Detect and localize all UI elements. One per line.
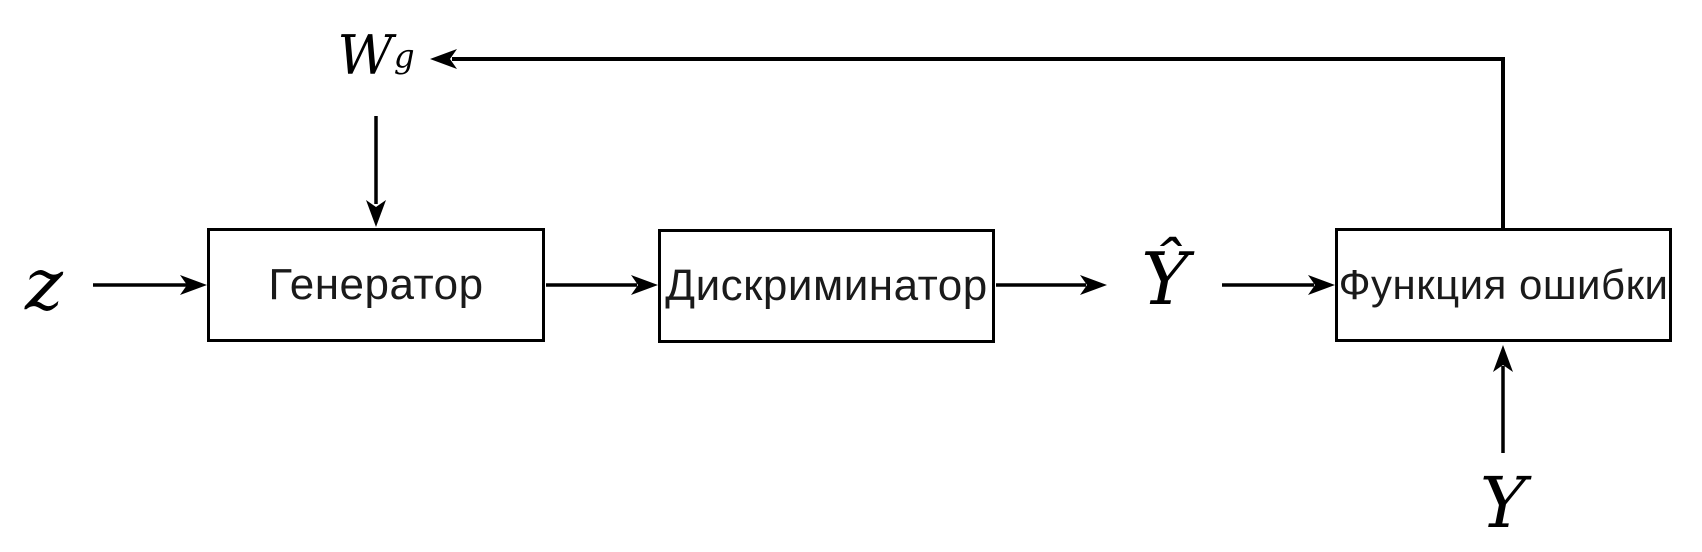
generator-box: Генератор: [207, 228, 545, 342]
y-symbol: Y: [1479, 462, 1527, 544]
arrow-yhat-to-loss: [1222, 275, 1335, 295]
wg-base: W: [337, 24, 393, 87]
arrow-discriminator-to-yhat: [996, 275, 1107, 295]
z-symbol: z: [25, 242, 63, 326]
arrow-wg-to-generator: [366, 116, 386, 227]
generator-label: Генератор: [268, 260, 484, 309]
discriminator-label: Дискриминатор: [665, 261, 988, 310]
arrow-y-to-loss: [1493, 345, 1513, 453]
loss-function-label: Функция ошибки: [1338, 261, 1669, 308]
wg-subscript: g: [393, 36, 415, 75]
yhat-symbol: Ŷ: [1141, 237, 1189, 321]
arrow-loss-feedback-to-wg: [430, 49, 1505, 229]
arrow-generator-to-discriminator: [546, 275, 658, 295]
loss-function-box: Функция ошибки: [1335, 228, 1672, 342]
discriminator-box: Дискриминатор: [658, 229, 995, 343]
arrow-z-to-generator: [93, 275, 207, 295]
